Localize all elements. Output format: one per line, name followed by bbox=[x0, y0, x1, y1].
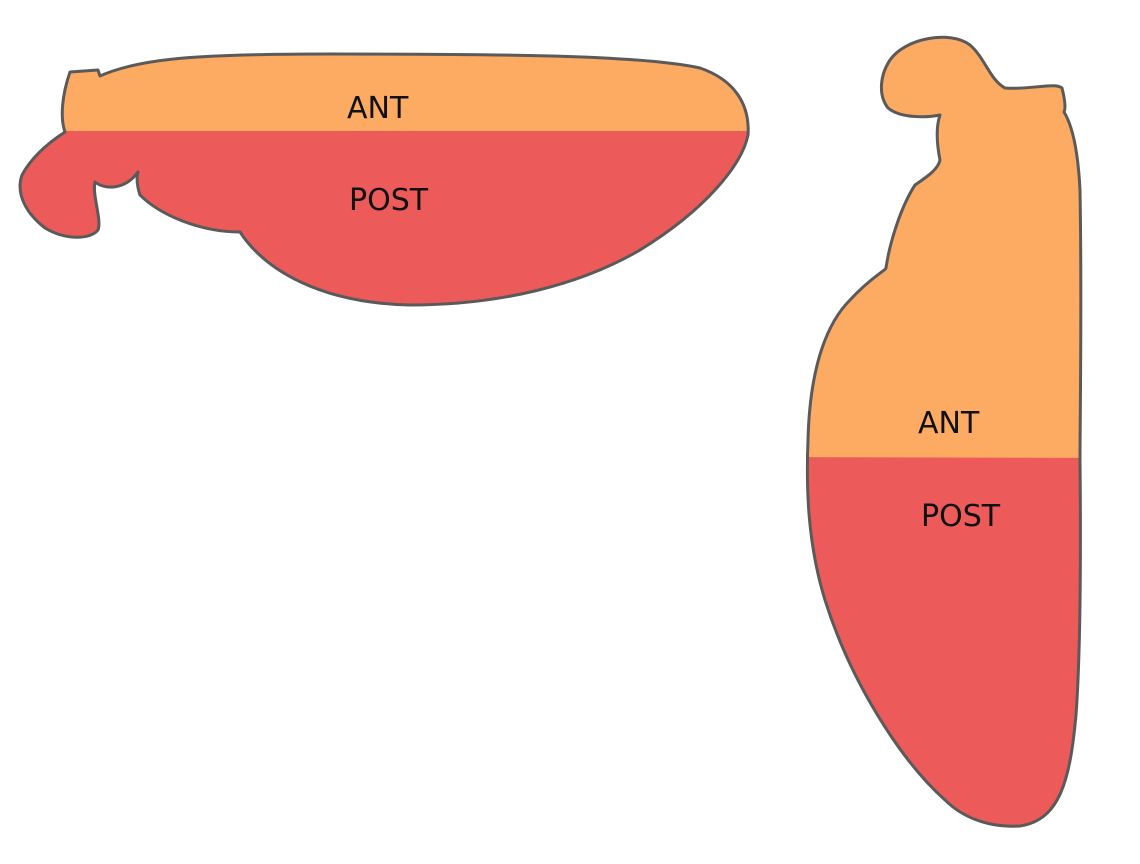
horizontal-wing-boundary bbox=[20, 131, 748, 305]
horizontal-wing-anterior-region bbox=[20, 54, 749, 137]
vertical-wing-anterior-label: ANT bbox=[918, 406, 980, 441]
horizontal-wing: ANT POST bbox=[18, 52, 750, 307]
vertical-wing: ANT POST bbox=[805, 35, 1083, 828]
vertical-wing-posterior-label: POST bbox=[921, 499, 1001, 534]
vertical-wing-anterior-region bbox=[807, 37, 1081, 462]
horizontal-wing-outline bbox=[18, 52, 750, 307]
horizontal-wing-anterior-label: ANT bbox=[347, 91, 409, 126]
vertical-wing-outline bbox=[805, 35, 1083, 828]
horizontal-wing-posterior-label: POST bbox=[349, 183, 429, 218]
